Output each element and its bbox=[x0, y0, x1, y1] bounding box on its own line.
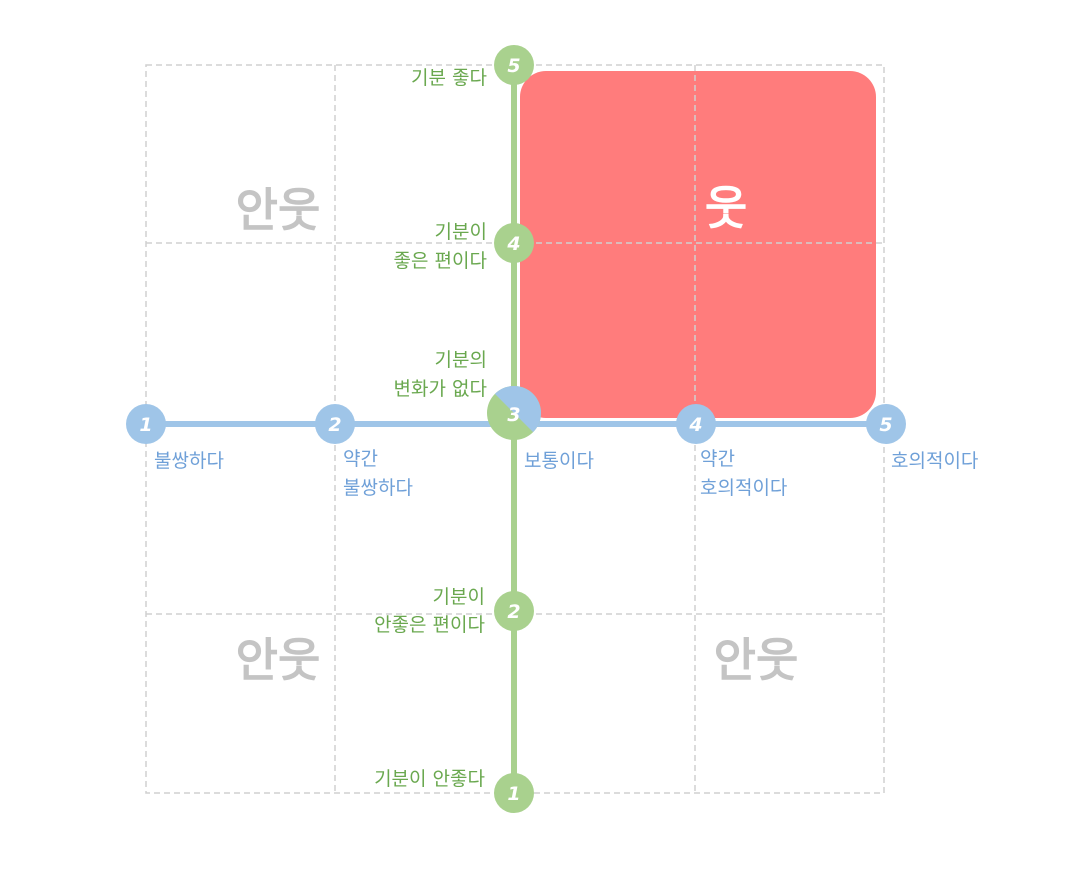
center-marker-3: 3 bbox=[487, 385, 542, 440]
laugh-region bbox=[520, 71, 876, 418]
h-marker-1: 1 bbox=[126, 404, 166, 444]
quadrant-not-laugh-bottom-left: 안웃 bbox=[236, 633, 321, 687]
v-marker-2-num: 2 bbox=[507, 601, 520, 623]
v-label-3-line1: 기분의 bbox=[435, 349, 487, 371]
h-marker-5-num: 5 bbox=[879, 414, 892, 436]
h-label-3: 보통이다 bbox=[524, 450, 594, 472]
center-marker-num: 3 bbox=[507, 404, 520, 426]
v-marker-1: 1 bbox=[494, 773, 534, 813]
v-label-5: 기분 좋다 bbox=[411, 67, 487, 89]
quadrant-not-laugh-bottom-right: 안웃 bbox=[714, 633, 799, 687]
v-marker-1-num: 1 bbox=[507, 783, 520, 805]
quadrant-not-laugh-top-left: 안웃 bbox=[236, 183, 321, 237]
h-label-1: 불쌍하다 bbox=[154, 450, 224, 472]
v-label-4-line1: 기분이 bbox=[435, 221, 487, 243]
quadrant-laugh-label: 웃 bbox=[705, 181, 747, 235]
h-label-2-line2: 불쌍하다 bbox=[343, 477, 413, 499]
h-label-4-line1: 약간 bbox=[700, 448, 735, 470]
h-marker-4-num: 4 bbox=[688, 414, 702, 436]
v-marker-5-num: 5 bbox=[507, 55, 520, 77]
v-marker-2: 2 bbox=[494, 591, 534, 631]
v-marker-4-num: 4 bbox=[506, 233, 520, 255]
v-label-3-line2: 변화가 없다 bbox=[394, 378, 487, 400]
v-label-2-line2: 안좋은 편이다 bbox=[374, 614, 485, 636]
h-marker-4: 4 bbox=[676, 404, 716, 444]
h-marker-1-num: 1 bbox=[139, 414, 152, 436]
h-marker-5: 5 bbox=[866, 404, 906, 444]
h-marker-2: 2 bbox=[315, 404, 355, 444]
v-label-2-line1: 기분이 bbox=[433, 586, 485, 608]
v-marker-5: 5 bbox=[494, 45, 534, 85]
v-marker-4: 4 bbox=[494, 223, 534, 263]
h-label-2-line1: 약간 bbox=[343, 448, 378, 470]
v-label-1: 기분이 안좋다 bbox=[374, 768, 485, 790]
h-marker-2-num: 2 bbox=[328, 414, 341, 436]
h-label-4-line2: 호의적이다 bbox=[700, 477, 787, 499]
v-label-4-line2: 좋은 편이다 bbox=[394, 250, 487, 272]
h-label-5: 호의적이다 bbox=[891, 450, 978, 472]
